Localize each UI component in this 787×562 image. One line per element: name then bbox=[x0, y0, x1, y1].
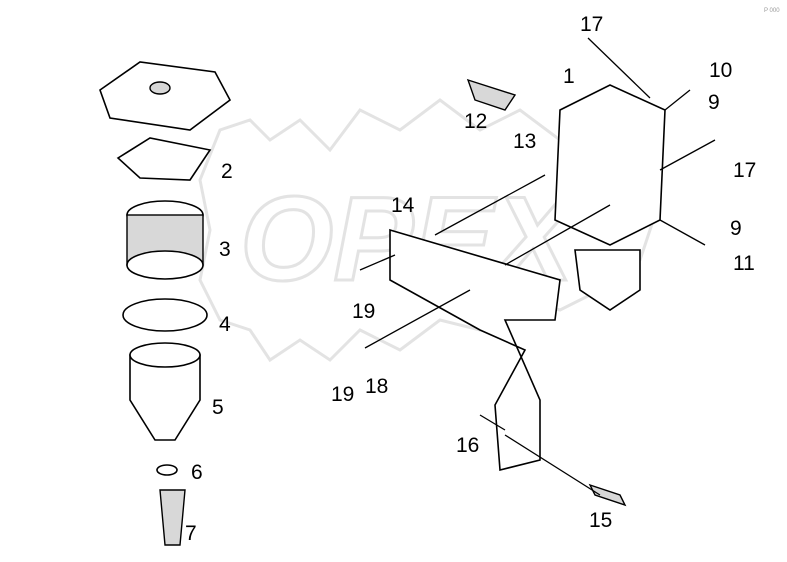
corner-mark: P 000 bbox=[764, 8, 780, 14]
cover-part bbox=[99, 61, 232, 131]
callout-7: 7 bbox=[185, 522, 197, 545]
callout-12: 12 bbox=[464, 110, 487, 133]
callout-4: 4 bbox=[219, 313, 231, 336]
callout-5: 5 bbox=[212, 396, 224, 419]
leader-lines bbox=[359, 37, 716, 496]
callout-17a: 17 bbox=[580, 13, 603, 36]
bracket-part bbox=[389, 228, 561, 472]
filter-element-part bbox=[126, 200, 204, 280]
callout-1: 1 bbox=[563, 65, 575, 88]
callout-11: 11 bbox=[733, 252, 755, 275]
callout-10: 10 bbox=[709, 59, 732, 82]
callout-19b: 19 bbox=[331, 383, 354, 406]
fitting-12-part bbox=[466, 78, 517, 111]
gasket-part bbox=[116, 137, 212, 181]
callout-15: 15 bbox=[589, 509, 612, 532]
bolt-15-part bbox=[588, 483, 627, 507]
bowl-part bbox=[129, 342, 201, 441]
callout-16: 16 bbox=[456, 434, 479, 457]
seal-ring-part bbox=[122, 298, 208, 332]
callout-14: 14 bbox=[391, 194, 415, 217]
drain-valve-part bbox=[159, 489, 186, 546]
callout-18: 18 bbox=[365, 375, 388, 398]
callout-17b: 17 bbox=[733, 159, 756, 182]
callout-13: 13 bbox=[513, 130, 536, 153]
callout-3: 3 bbox=[219, 238, 231, 261]
washer-6-part bbox=[156, 464, 178, 476]
callout-9a: 9 bbox=[708, 91, 720, 114]
callout-6: 6 bbox=[191, 461, 203, 484]
callout-9b: 9 bbox=[730, 217, 742, 240]
callout-2: 2 bbox=[221, 160, 233, 183]
callout-19a: 19 bbox=[352, 300, 375, 323]
